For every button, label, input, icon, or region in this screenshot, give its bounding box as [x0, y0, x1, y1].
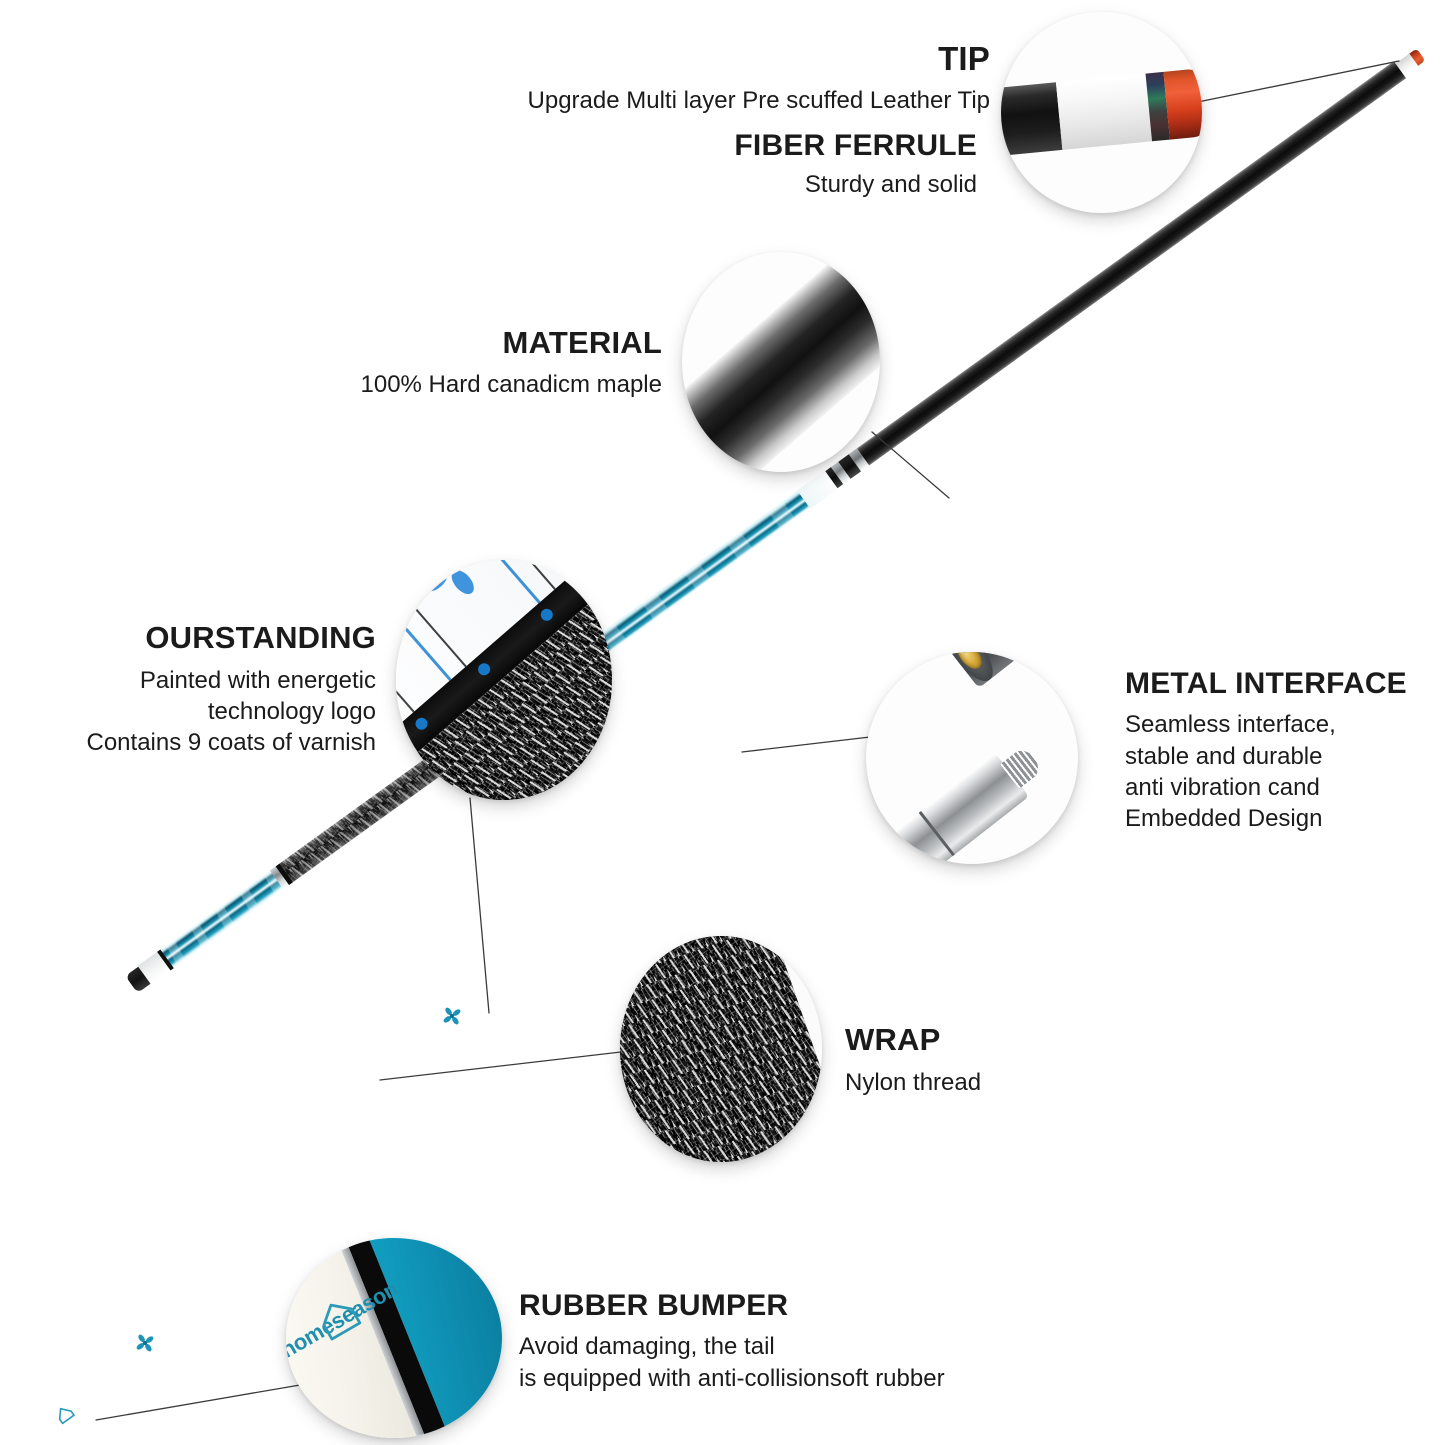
tip-title: TIP [938, 40, 990, 77]
material-lens [682, 252, 880, 472]
ourstanding-line-1: Painted with energetic [139, 666, 376, 694]
material-closeup-image [682, 252, 880, 472]
fiber-ferrule-subtitle: Sturdy and solid [804, 171, 977, 199]
tip-shaft-section [1001, 82, 1063, 158]
tip-subtitle: Upgrade Multi layer Pre scuffed Leather … [527, 86, 990, 114]
metal-interface-line-4: Embedded Design [1125, 804, 1323, 832]
threaded-screw [999, 745, 1044, 790]
callout-text-metal-interface: METAL INTERFACE Seamless interface, stab… [1125, 666, 1407, 834]
metal-interface-line-1: Seamless interface, [1125, 711, 1336, 739]
house-logo-icon [322, 1303, 362, 1341]
callout-text-material: MATERIAL 100% Hard canadicm maple [200, 325, 663, 400]
tip-ferrule-section [1055, 73, 1152, 151]
rubber-bumper-lens: homeseason [286, 1238, 502, 1438]
painted-flower-logo-icon [423, 560, 477, 594]
metal-interface-line-3: anti vibration cand [1125, 773, 1320, 801]
metal-interface-title: METAL INTERFACE [1125, 667, 1407, 700]
metal-interface-lens [866, 652, 1078, 864]
rubber-bumper-title: RUBBER BUMPER [519, 1289, 789, 1322]
wrap-subtitle: Nylon thread [845, 1068, 982, 1096]
material-title: MATERIAL [502, 325, 662, 360]
tip-leather-section [1163, 67, 1202, 141]
ourstanding-lens [396, 560, 612, 800]
metal-interface-line-2: stable and durable [1125, 742, 1323, 770]
cue-butt-sleeve [156, 870, 284, 971]
leader-line-rubber-bumper [95, 1384, 301, 1421]
wrap-closeup-image [620, 936, 822, 1162]
joint-male-pin [891, 745, 1044, 864]
metal-interface-closeup-image [866, 652, 1078, 864]
tip-closeup-image [1001, 67, 1202, 158]
material-subtitle: 100% Hard canadicm maple [360, 370, 663, 398]
cue-bumper-house-icon [58, 1407, 76, 1425]
ourstanding-line-3: Contains 9 coats of varnish [86, 728, 377, 756]
rubber-bumper-line-1: Avoid damaging, the tail [519, 1333, 775, 1361]
callout-text-wrap: WRAP Nylon thread [845, 1022, 981, 1098]
rubber-bumper-closeup-image: homeseason [286, 1238, 502, 1438]
cue-forearm-logo-icon [443, 1007, 461, 1025]
fiber-ferrule-title: FIBER FERRULE [734, 129, 977, 162]
rubber-bumper-line-2: is equipped with anti-collisionsoft rubb… [519, 1364, 945, 1392]
ourstanding-closeup-image [396, 560, 612, 800]
joint-female-collar [939, 652, 1078, 688]
leader-line-metal-interface [741, 736, 871, 753]
ourstanding-line-2: technology logo [207, 697, 376, 725]
cue-butt-logo-icon [136, 1334, 154, 1352]
wrap-title: WRAP [845, 1022, 941, 1057]
leader-line-ourstanding [469, 797, 490, 1014]
callout-text-ourstanding: OURSTANDING Painted with energetic techn… [10, 620, 377, 758]
tip-lens [1001, 12, 1202, 213]
callout-text-rubber-bumper: RUBBER BUMPER Avoid damaging, the tail i… [519, 1288, 945, 1394]
leader-line-wrap [379, 1049, 639, 1081]
wrap-lens [620, 936, 822, 1162]
callout-text-tip: TIP Upgrade Multi layer Pre scuffed Leat… [460, 40, 990, 116]
callout-text-fiber-ferrule: FIBER FERRULE Sturdy and solid [460, 128, 977, 201]
ourstanding-title: OURSTANDING [145, 620, 376, 655]
